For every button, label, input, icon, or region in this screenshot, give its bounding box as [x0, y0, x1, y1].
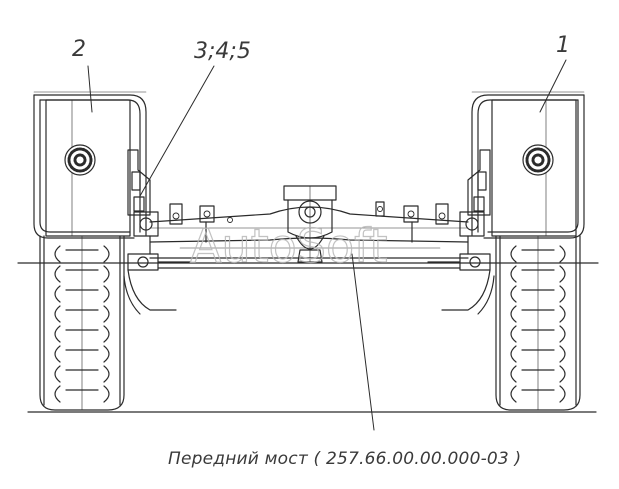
right-wheel — [495, 235, 581, 411]
left-wheel — [39, 235, 125, 411]
callout-center-parts: 3;4;5 — [194, 39, 251, 64]
callout-left-wheel: 2 — [72, 37, 86, 62]
leader-line-2 — [87, 65, 93, 113]
right-reflector-icon — [522, 144, 554, 176]
figure-caption: Передний мост ( 257.66.00.00.000-03 ) — [168, 449, 521, 469]
left-knuckle — [123, 203, 215, 315]
right-guard-plate — [491, 99, 577, 237]
watermark-text: AutoSoft — [190, 219, 388, 273]
left-guard-plate — [45, 99, 131, 237]
leader-line-345 — [139, 65, 215, 197]
right-guard-bracket — [467, 149, 491, 216]
leader-line-1 — [539, 59, 567, 113]
right-mudguard — [471, 91, 585, 239]
hardware-bolts — [172, 206, 446, 223]
left-guard-bracket — [127, 149, 151, 216]
center-housing — [283, 185, 337, 263]
right-knuckle — [375, 201, 495, 315]
left-mudguard — [33, 91, 147, 239]
leader-line-caption — [351, 253, 375, 431]
left-reflector-icon — [64, 144, 96, 176]
callout-right-wheel: 1 — [556, 33, 570, 58]
